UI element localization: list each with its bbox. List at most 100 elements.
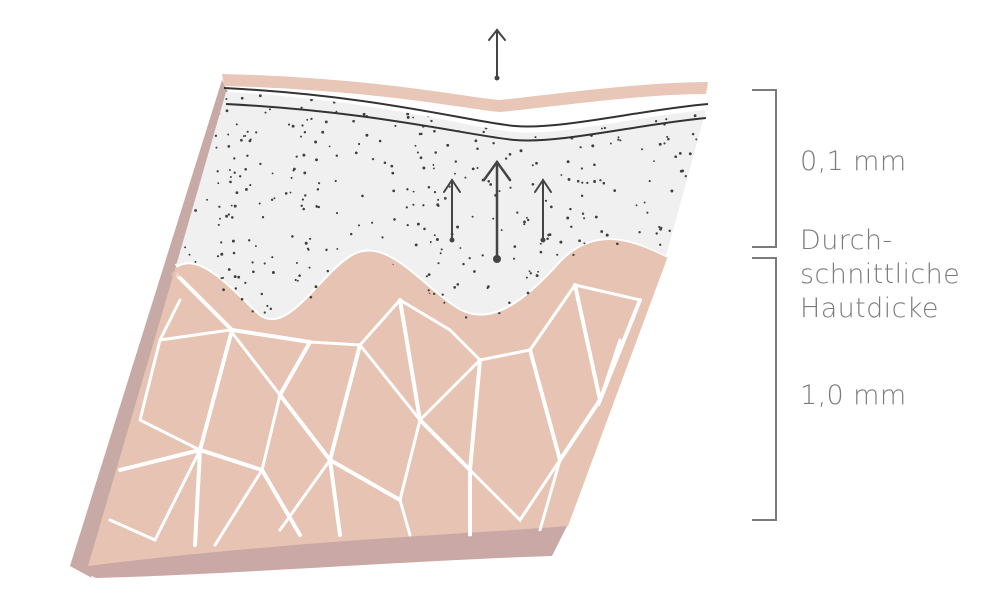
speckle-dot	[335, 212, 339, 215]
speckle-dot	[216, 255, 220, 258]
speckle-dot	[294, 278, 297, 282]
speckle-dot	[508, 152, 512, 156]
speckle-dot	[471, 167, 475, 171]
speckle-dot	[301, 124, 304, 127]
speckle-dot	[655, 232, 658, 235]
speckle-dot	[700, 256, 704, 260]
speckle-dot	[504, 157, 508, 160]
speckle-dot	[498, 190, 501, 193]
speckle-dot	[693, 114, 697, 118]
speckle-dot	[602, 181, 606, 185]
speckle-dot	[394, 124, 397, 127]
speckle-dot	[235, 123, 238, 126]
speckle-dot	[202, 100, 206, 104]
speckle-dot	[539, 242, 542, 245]
speckle-dot	[284, 192, 288, 195]
speckle-dot	[678, 152, 682, 155]
speckle-dot	[701, 280, 705, 284]
speckle-dot	[430, 119, 433, 123]
speckle-dot	[556, 253, 559, 256]
speckle-dot	[263, 311, 266, 314]
speckle-dot	[248, 139, 252, 143]
speckle-dot	[703, 252, 706, 256]
speckle-dot	[692, 307, 695, 310]
speckle-dot	[700, 220, 704, 224]
speckle-dot	[208, 95, 212, 98]
speckle-dot	[541, 126, 545, 130]
speckle-dot	[535, 274, 539, 278]
speckle-dot	[577, 110, 580, 113]
speckle-dot	[244, 134, 247, 137]
speckle-dot	[304, 241, 308, 245]
speckle-dot	[300, 204, 303, 207]
speckle-dot	[668, 229, 671, 233]
surface-line-2	[225, 103, 707, 142]
speckle-dot	[354, 151, 358, 155]
speckle-dot	[433, 234, 436, 237]
speckle-dot	[406, 115, 410, 119]
speckle-dot	[233, 171, 236, 174]
speckle-dot	[443, 197, 447, 200]
speckle-dot	[562, 119, 565, 122]
speckle-dot	[666, 135, 669, 138]
speckle-dot	[617, 138, 620, 141]
speckle-dot	[181, 174, 185, 178]
speckle-dot	[508, 301, 511, 304]
speckle-dot	[232, 251, 236, 255]
speckle-dot	[468, 256, 471, 260]
speckle-dot	[273, 197, 276, 200]
speckle-dot	[473, 270, 476, 273]
speckle-dot	[258, 94, 262, 98]
speckle-dot	[391, 171, 395, 175]
speckle-dot	[534, 136, 537, 139]
speckle-dot	[581, 181, 584, 184]
speckle-dot	[500, 115, 504, 118]
speckle-dot	[328, 145, 331, 148]
speckle-dot	[290, 176, 293, 179]
speckle-dot	[581, 212, 585, 215]
speckle-dot	[419, 156, 423, 160]
speckle-dot	[246, 154, 249, 158]
speckle-dot	[654, 120, 658, 123]
arrow-up-icon	[443, 178, 461, 241]
speckle-dot	[235, 191, 239, 195]
average-label-line-3: Hautdicke	[800, 293, 939, 324]
speckle-dot	[405, 206, 408, 209]
speckle-dot	[599, 179, 602, 182]
speckle-dot	[306, 118, 309, 121]
speckle-dot	[291, 235, 294, 238]
speckle-dot	[593, 180, 597, 183]
speckle-dot	[590, 109, 593, 112]
speckle-dot	[225, 109, 229, 113]
speckle-dot	[668, 257, 672, 260]
speckle-dot	[432, 163, 435, 166]
speckle-dot	[695, 138, 698, 141]
speckle-dot	[393, 218, 396, 221]
speckle-dot	[307, 248, 310, 251]
speckle-dot	[434, 151, 437, 154]
speckle-dot	[170, 150, 173, 153]
speckle-dot	[314, 140, 318, 144]
speckle-dot	[594, 215, 598, 219]
speckle-dot	[674, 336, 676, 338]
speckle-dot	[416, 151, 419, 154]
speckle-dot	[453, 286, 457, 289]
speckle-dot	[600, 230, 604, 233]
speckle-dot	[310, 117, 313, 121]
speckle-dot	[427, 289, 430, 292]
arrow-base-dot	[493, 255, 501, 263]
speckle-dot	[456, 225, 460, 229]
speckle-dot	[635, 204, 638, 207]
speckle-dot	[194, 260, 197, 263]
speckle-dot	[576, 179, 580, 183]
speckle-dot	[486, 110, 490, 114]
speckle-dot	[362, 112, 366, 116]
speckle-dot	[303, 131, 307, 134]
speckle-dot	[464, 176, 467, 179]
speckle-dot	[454, 172, 456, 175]
speckle-dot	[217, 223, 220, 226]
speckle-dot	[289, 191, 292, 194]
speckle-dot	[439, 252, 442, 255]
speckle-dot	[509, 186, 512, 189]
speckle-dot	[416, 222, 420, 226]
